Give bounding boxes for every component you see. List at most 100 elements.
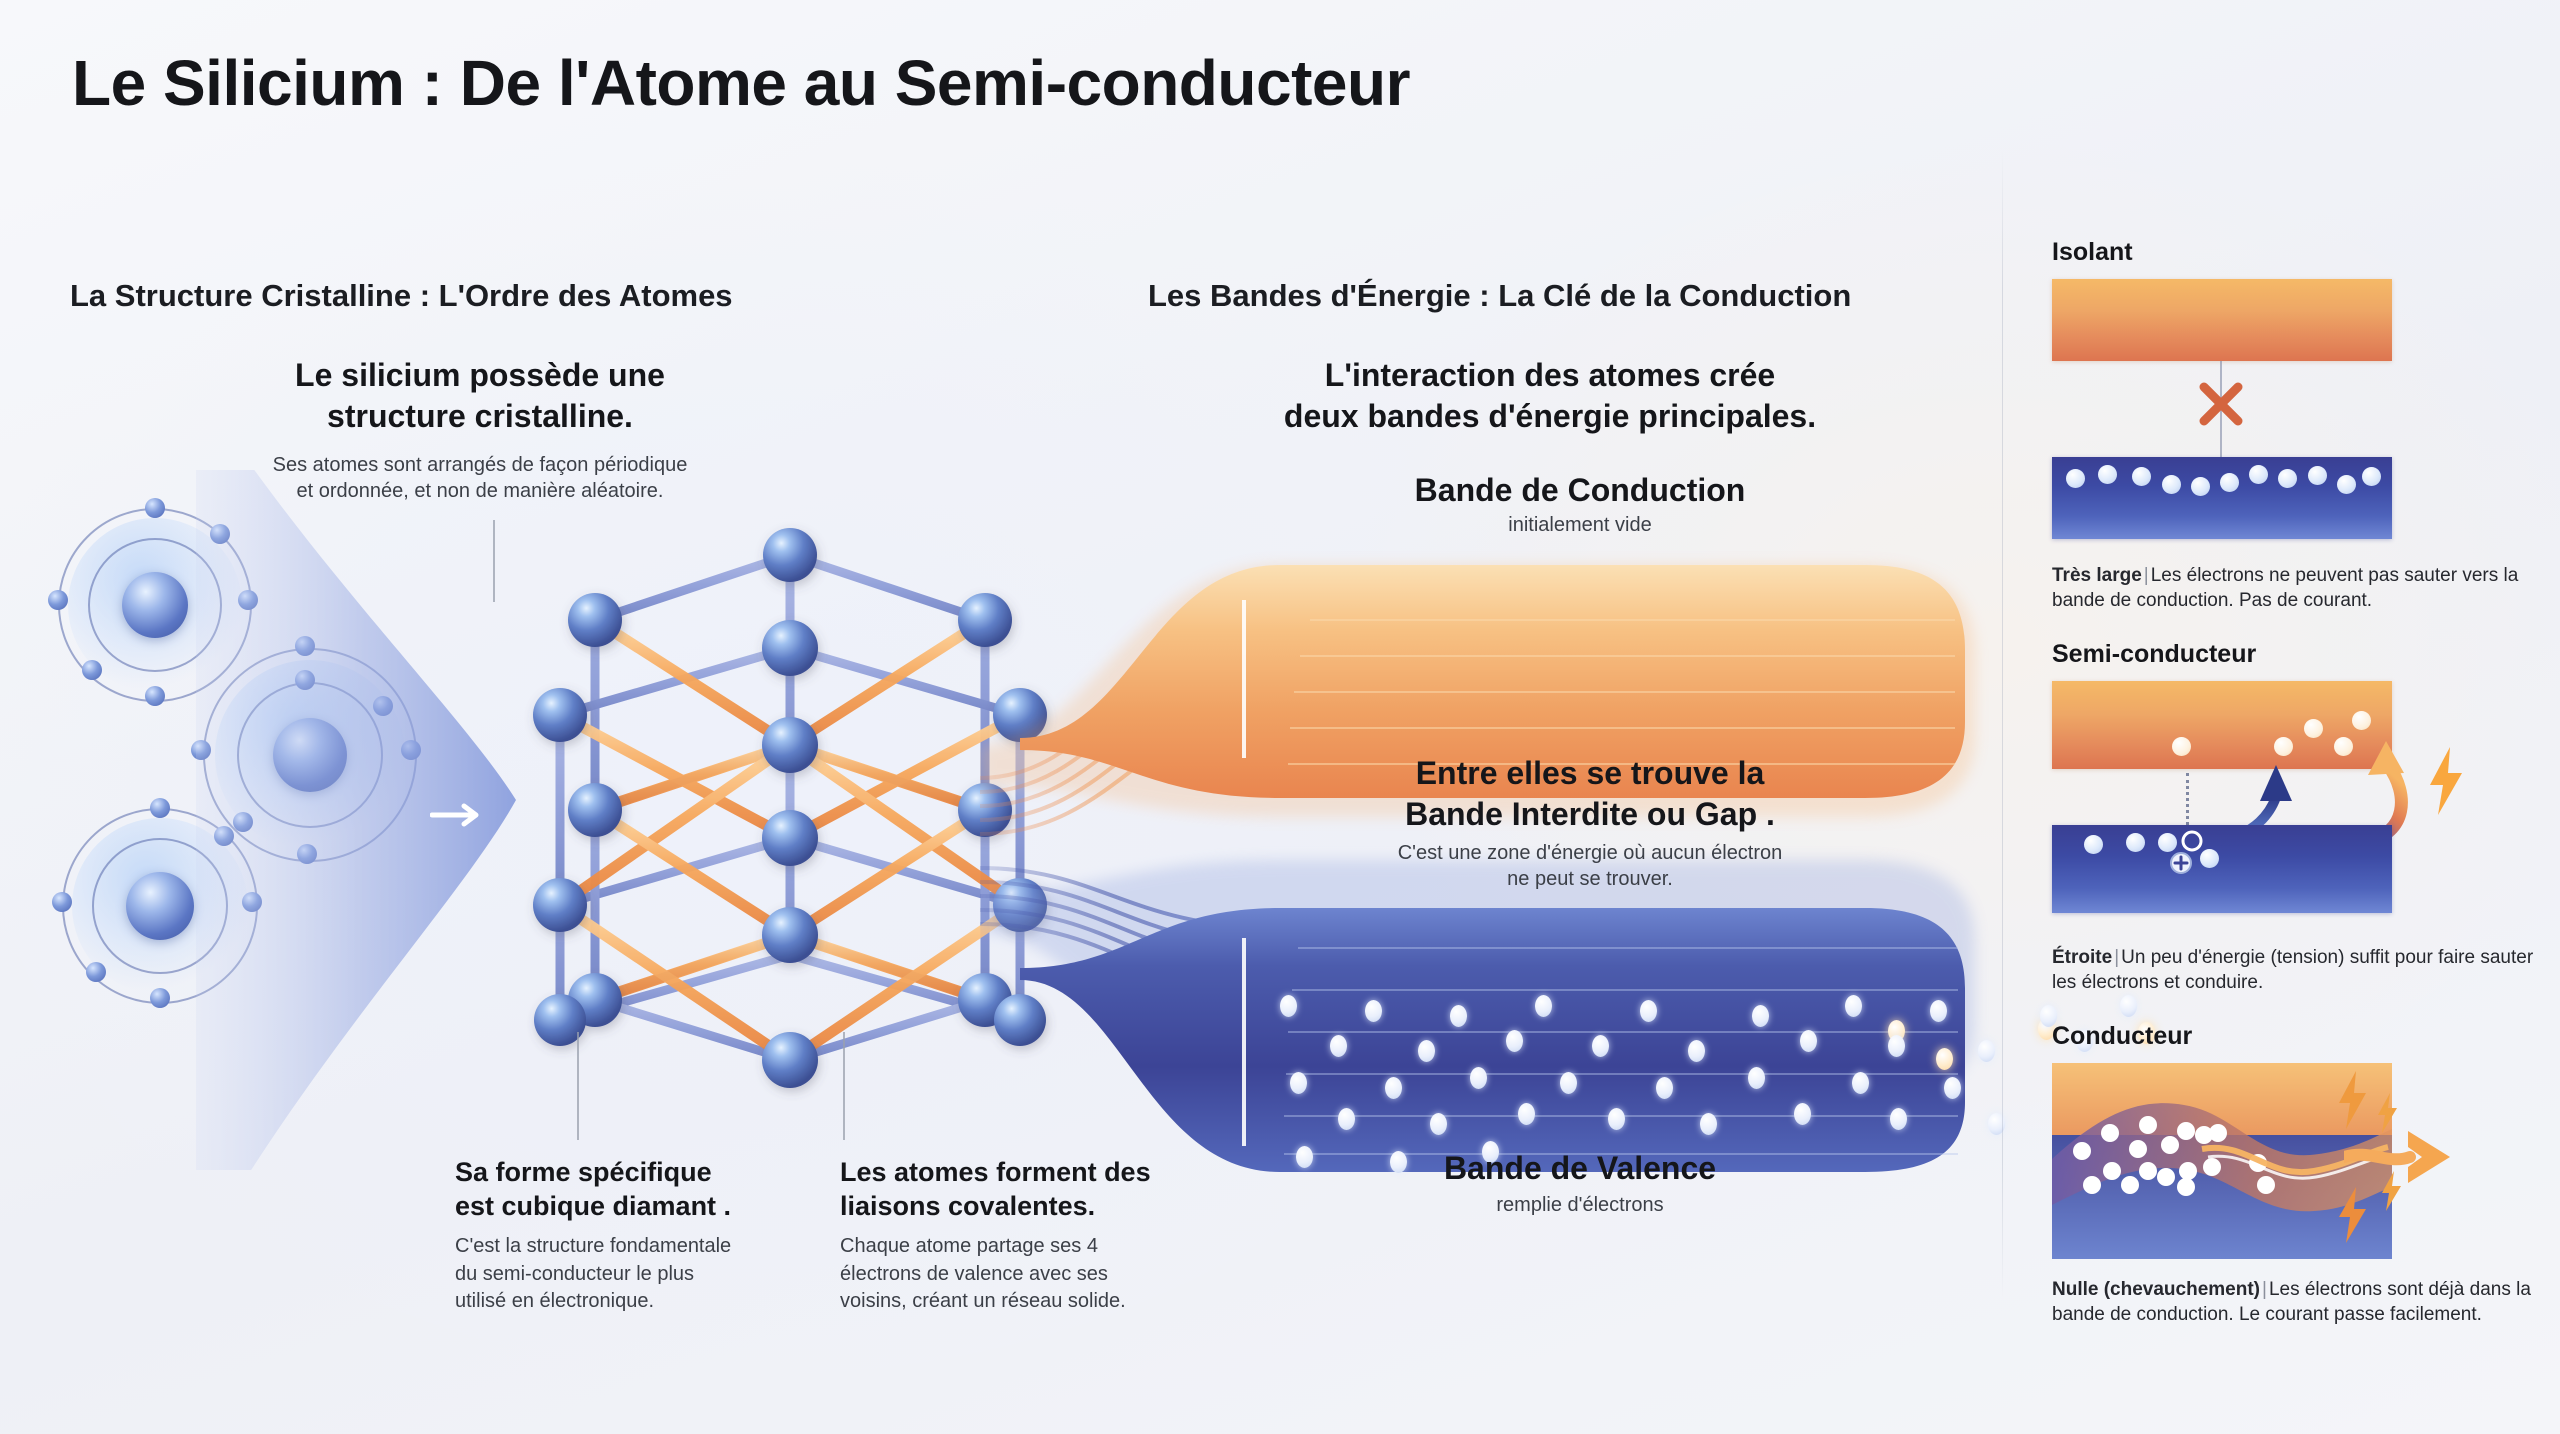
- caption-covalent-sub-line2: électrons de valence avec ses: [840, 1262, 1108, 1285]
- lightning-bolt-icon: [2430, 747, 2462, 815]
- sidebar-panel-insulator: Isolant Très large|Les électr: [2052, 238, 2552, 614]
- valence-electron: [1506, 1030, 1523, 1052]
- sidebar-panel-title: Semi-conducteur: [2052, 640, 2257, 668]
- sidebar-panel-title: Conducteur: [2052, 1022, 2193, 1050]
- valence-electron: [1640, 1000, 1657, 1022]
- sidebar-panel-title: Isolant: [2052, 238, 2133, 266]
- valence-electron: [1944, 1077, 1961, 1099]
- semiconductor-caption-line1: Un peu d'énergie (tension) suffit: [2121, 947, 2390, 968]
- electron-ring-icon: [2181, 830, 2203, 852]
- caption-diamond-sub-line1: C'est la structure fondamentale: [455, 1235, 732, 1258]
- valence-electron: [1385, 1077, 1402, 1099]
- caption-covalent-sub-line1: Chaque atome partage ses 4: [840, 1235, 1098, 1258]
- valence-electron: [1608, 1108, 1625, 1130]
- flow-arrow-icon: [430, 803, 479, 827]
- diamond-cubic-lattice: [533, 528, 1047, 1088]
- semiconductor-caption-line2: pour faire sauter les électrons et condu…: [2052, 947, 2534, 994]
- gap-dotted-line: [2186, 773, 2189, 825]
- insulator-gap-label: Très large: [2052, 565, 2142, 586]
- sidebar-panel-conductor: Conducteur: [2052, 1022, 2552, 1328]
- caption-covalent-title-line1: Les atomes forment des: [840, 1157, 1151, 1187]
- valence-electron: [1482, 1141, 1499, 1163]
- connector-line-caption-1: [577, 1032, 579, 1140]
- caption-separator: |: [2143, 565, 2149, 586]
- connector-line-caption-2: [843, 1032, 845, 1140]
- sidebar-panel-semiconductor: Semi-conducteur: [2052, 640, 2552, 996]
- overlapping-bands-graphic: [2052, 1063, 2392, 1259]
- sidebar-panel-caption: Très large|Les électrons ne peuvent pas …: [2052, 563, 2552, 614]
- band-gap-sub-line1: C'est une zone d'énergie où aucun électr…: [1397, 842, 1783, 864]
- valence-electron: [1988, 1113, 2005, 1135]
- valence-electron: [1930, 1000, 1947, 1022]
- valence-electron: [1470, 1067, 1487, 1089]
- insulator-caption-line1: Les électrons ne peuvent pas sauter: [2150, 565, 2458, 586]
- sidebar-panel-caption: Nulle (chevauchement)|Les électrons sont…: [2052, 1277, 2552, 1328]
- insulator-band-diagram: [2052, 279, 2392, 549]
- caption-diamond-title-line1: Sa forme spécifique: [455, 1157, 712, 1187]
- lightning-bolt-icon: [2339, 1071, 2366, 1129]
- lightning-bolt-icon: [2339, 1187, 2366, 1243]
- valence-electron: [1852, 1072, 1869, 1094]
- valence-electron: [1794, 1103, 1811, 1125]
- valence-electron: [1800, 1030, 1817, 1052]
- current-flow-arrow-icon: [2344, 1131, 2450, 1183]
- valence-electron: [2040, 1005, 2057, 1027]
- valence-electron: [1450, 1005, 1467, 1027]
- conductor-caption-line2: sont déjà dans la bande de conduction. L…: [2052, 1279, 2531, 1326]
- valence-electron: [2076, 1030, 2093, 1052]
- valence-electron: [1535, 995, 1552, 1017]
- caption-separator: |: [2262, 1279, 2267, 1300]
- energy-band-diagram: [980, 565, 1975, 1172]
- caption-diamond-cubic: Sa forme spécifique est cubique diamant …: [455, 1155, 795, 1316]
- crystal-intro-title-line2: structure cristalline.: [327, 397, 633, 434]
- valence-electron: [1560, 1072, 1577, 1094]
- valence-electron: [1978, 1040, 1995, 1062]
- valence-band-label: Bande de Valence: [1443, 1150, 1717, 1186]
- valence-electron: [1700, 1113, 1717, 1135]
- valence-electron: [1748, 1067, 1765, 1089]
- valence-band-sublabel: remplie d'électrons: [1496, 1194, 1664, 1216]
- conduction-band-bar: [2052, 681, 2392, 769]
- sidebar-divider: [2002, 150, 2003, 1300]
- valence-electron: [1430, 1113, 1447, 1135]
- valence-electron: [1418, 1040, 1435, 1062]
- valence-electron: [1656, 1077, 1673, 1099]
- valence-electron: [1390, 1151, 1407, 1173]
- conduction-band-sublabel: initialement vide: [1508, 514, 1652, 536]
- caption-covalent-title-line2: liaisons covalentes.: [840, 1191, 1096, 1222]
- conductor-caption-line1: Les électrons: [2268, 1279, 2382, 1300]
- band-gap-title-line1: Entre elles se trouve la: [1415, 755, 1765, 791]
- bands-intro-title-line2: deux bandes d'énergie principales.: [1283, 397, 1817, 434]
- semiconductor-band-diagram: [2052, 681, 2462, 931]
- valence-electron: [1280, 995, 1297, 1017]
- conductor-band-diagram: [2052, 1063, 2450, 1263]
- valence-electron: [1888, 1035, 1905, 1057]
- connector-line-top: [493, 520, 495, 602]
- valence-electron: [2120, 995, 2137, 1017]
- crystal-intro-sub-line1: Ses atomes sont arrangés de façon périod…: [272, 454, 688, 476]
- bands-intro-title-line1: L'interaction des atomes crée: [1324, 357, 1776, 393]
- band-gap-sub-line2: ne peut se trouver.: [1507, 868, 1673, 891]
- conduction-band-bar: [2052, 279, 2392, 361]
- band-gap-title: Entre elles se trouve la Bande Interdite…: [1290, 753, 1890, 835]
- band-gap-title-line2: Bande Interdite ou Gap .: [1405, 795, 1775, 832]
- caption-covalent-sub-line3: voisins, créant un réseau solide.: [840, 1290, 1126, 1313]
- valence-electron: [1296, 1146, 1313, 1168]
- valence-electron: [1365, 1000, 1382, 1022]
- lightning-bolt-icon: [2378, 1093, 2397, 1133]
- valence-electron: [1290, 1072, 1307, 1094]
- valence-band-bar: [2052, 457, 2392, 539]
- valence-electron: [1752, 1005, 1769, 1027]
- hole-plus-icon: [2170, 852, 2192, 874]
- caption-diamond-sub-line2: du semi-conducteur le plus: [455, 1262, 695, 1285]
- crystal-intro-title: Le silicium possède une structure crista…: [220, 355, 740, 437]
- insulator-caption-line2: vers la bande de conduction. Pas de cour…: [2052, 565, 2519, 612]
- page-title: Le Silicium : De l'Atome au Semi-conduct…: [72, 47, 1410, 119]
- crystal-intro-title-line1: Le silicium possède une: [295, 357, 665, 393]
- section-heading-bands: Les Bandes d'Énergie : La Clé de la Cond…: [1148, 278, 1852, 313]
- cross-icon: [2199, 382, 2243, 426]
- band-gap-sub: C'est une zone d'énergie où aucun électr…: [1270, 840, 1910, 893]
- conductor-caption-line3: courant passe facilement.: [2265, 1304, 2482, 1326]
- semiconductor-gap-label: Étroite: [2052, 947, 2113, 968]
- section-heading-crystal: La Structure Cristalline : L'Ordre des A…: [70, 278, 733, 313]
